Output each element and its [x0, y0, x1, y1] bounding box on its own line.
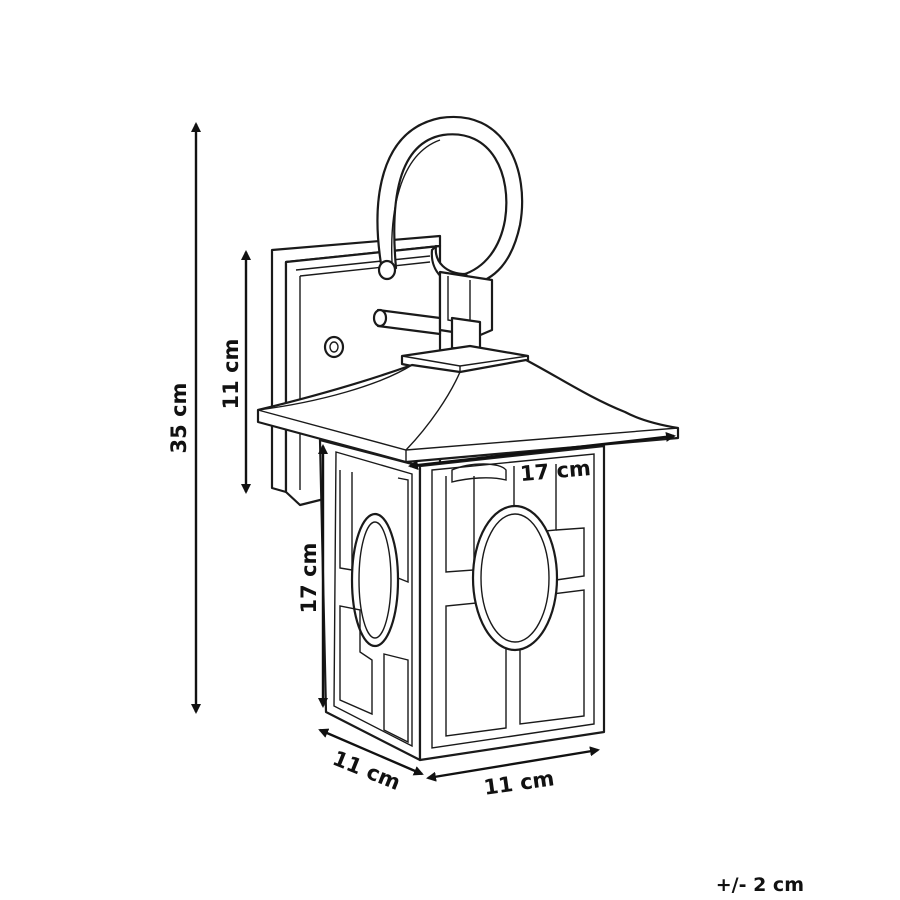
lantern-drawing — [256, 115, 680, 762]
tolerance-note: +/- 2 cm — [716, 874, 804, 896]
depth-arrow — [318, 728, 424, 776]
label-height-total: 35 cm — [167, 383, 191, 454]
roof-width-arrow — [408, 431, 676, 471]
label-body-height: 17 cm — [297, 543, 321, 614]
label-depth: 11 cm — [329, 746, 404, 795]
front-width-arrow — [426, 746, 600, 782]
hanging-hook — [372, 115, 524, 354]
label-front-width: 11 cm — [482, 766, 556, 800]
dimension-lines — [191, 122, 676, 782]
lantern-body — [318, 438, 606, 762]
label-wall-plate-height: 11 cm — [219, 339, 243, 410]
